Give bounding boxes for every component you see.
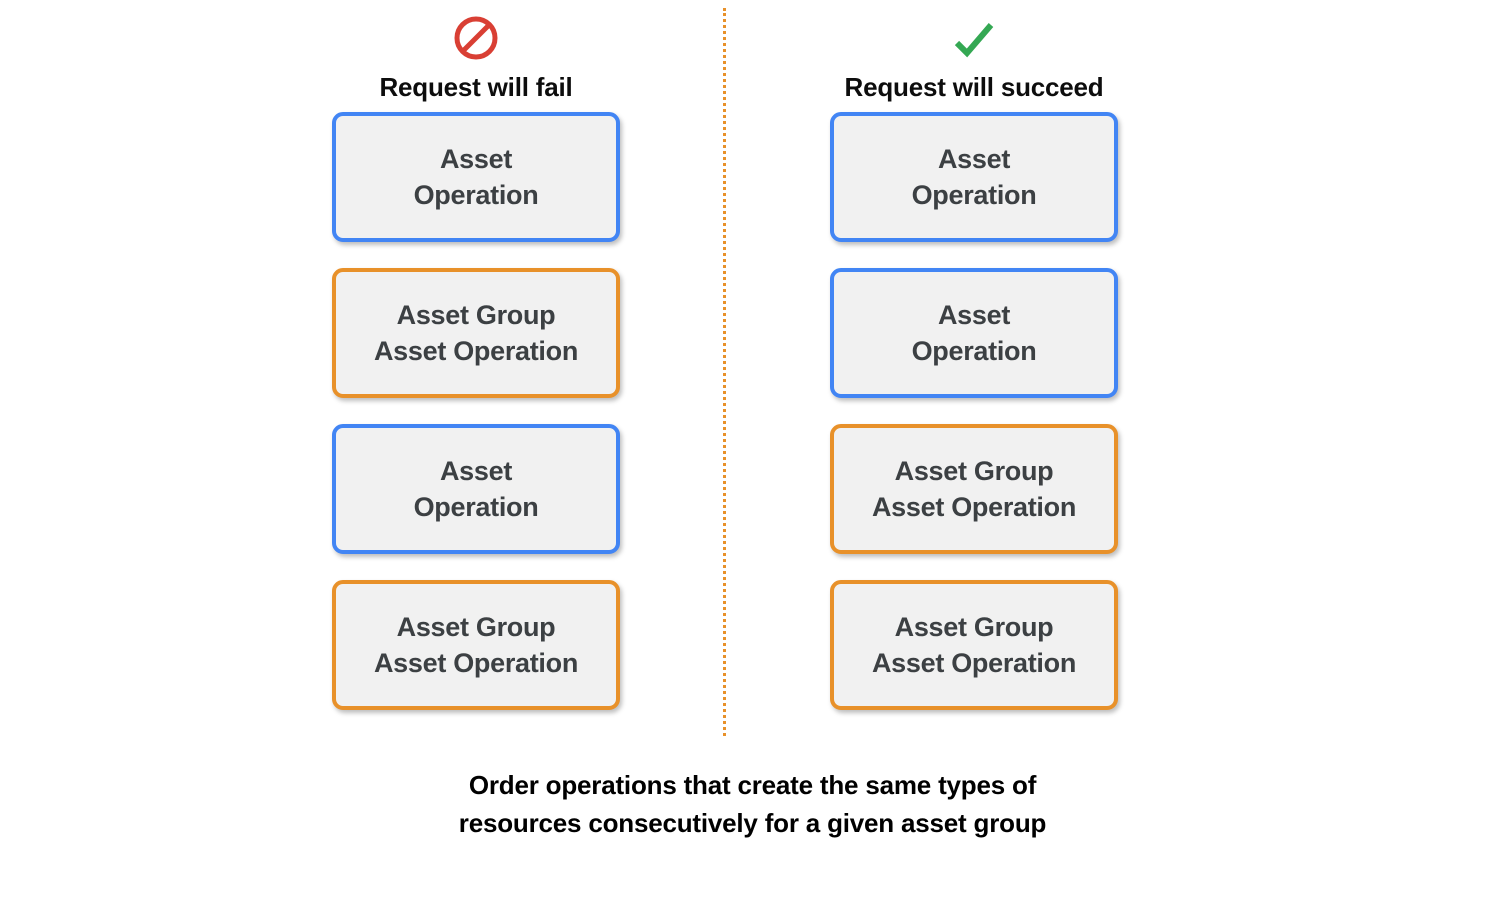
column-succeed-box-stack: Asset Operation Asset Operation Asset Gr… — [830, 112, 1118, 736]
check-icon — [724, 14, 1224, 72]
diagram-caption: Order operations that create the same ty… — [458, 770, 1047, 838]
flow-box-label: Asset Operation — [911, 300, 1037, 366]
flow-box-label: Asset Group Asset Operation — [871, 456, 1077, 522]
column-fail-box-stack: Asset Operation Asset Group Asset Operat… — [332, 112, 620, 736]
flow-box-label: Asset Operation — [911, 144, 1037, 210]
flow-box-label: Asset Group Asset Operation — [373, 612, 579, 678]
flow-box-asset-operation[interactable]: Asset Operation — [830, 112, 1118, 242]
column-fail: Request will fail Asset Operation Asset … — [226, 0, 726, 740]
column-succeed-label: Request will succeed — [844, 72, 1104, 102]
column-succeed-header: Request will succeed — [724, 14, 1224, 102]
column-succeed: Request will succeed Asset Operation Ass… — [724, 0, 1224, 740]
flow-box-asset-group-asset-operation[interactable]: Asset Group Asset Operation — [830, 424, 1118, 554]
flow-box-asset-group-asset-operation[interactable]: Asset Group Asset Operation — [332, 580, 620, 710]
flow-box-label: Asset Group Asset Operation — [871, 612, 1077, 678]
flow-box-label: Asset Operation — [413, 456, 539, 522]
column-fail-label: Request will fail — [379, 72, 573, 102]
column-divider — [723, 8, 726, 736]
flow-box-asset-operation[interactable]: Asset Operation — [830, 268, 1118, 398]
flow-box-asset-group-asset-operation[interactable]: Asset Group Asset Operation — [830, 580, 1118, 710]
flow-box-asset-group-asset-operation[interactable]: Asset Group Asset Operation — [332, 268, 620, 398]
flow-box-asset-operation[interactable]: Asset Operation — [332, 424, 620, 554]
flow-box-asset-operation[interactable]: Asset Operation — [332, 112, 620, 242]
flow-box-label: Asset Operation — [413, 144, 539, 210]
flow-box-label: Asset Group Asset Operation — [373, 300, 579, 366]
prohibition-icon — [226, 14, 726, 72]
column-fail-header: Request will fail — [226, 14, 726, 102]
